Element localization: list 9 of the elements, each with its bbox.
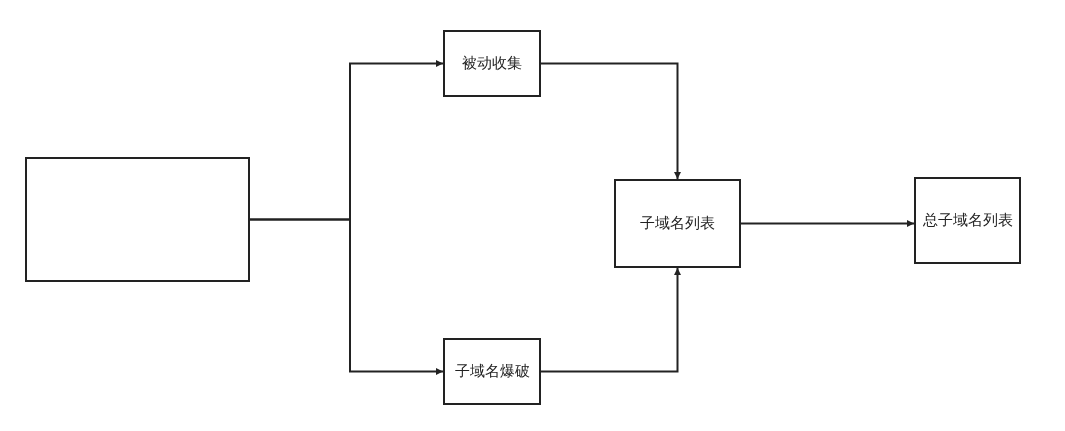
process-box bbox=[25, 157, 250, 282]
process-box: 被动收集 bbox=[443, 30, 541, 97]
arrow bbox=[540, 62, 681, 180]
arrow bbox=[249, 218, 444, 375]
process-box: 总子域名列表 bbox=[914, 177, 1021, 264]
process-box: 子域名列表 bbox=[614, 179, 741, 268]
process-box: 子域名爆破 bbox=[443, 338, 541, 405]
arrow bbox=[540, 267, 681, 373]
arrow bbox=[740, 220, 915, 227]
